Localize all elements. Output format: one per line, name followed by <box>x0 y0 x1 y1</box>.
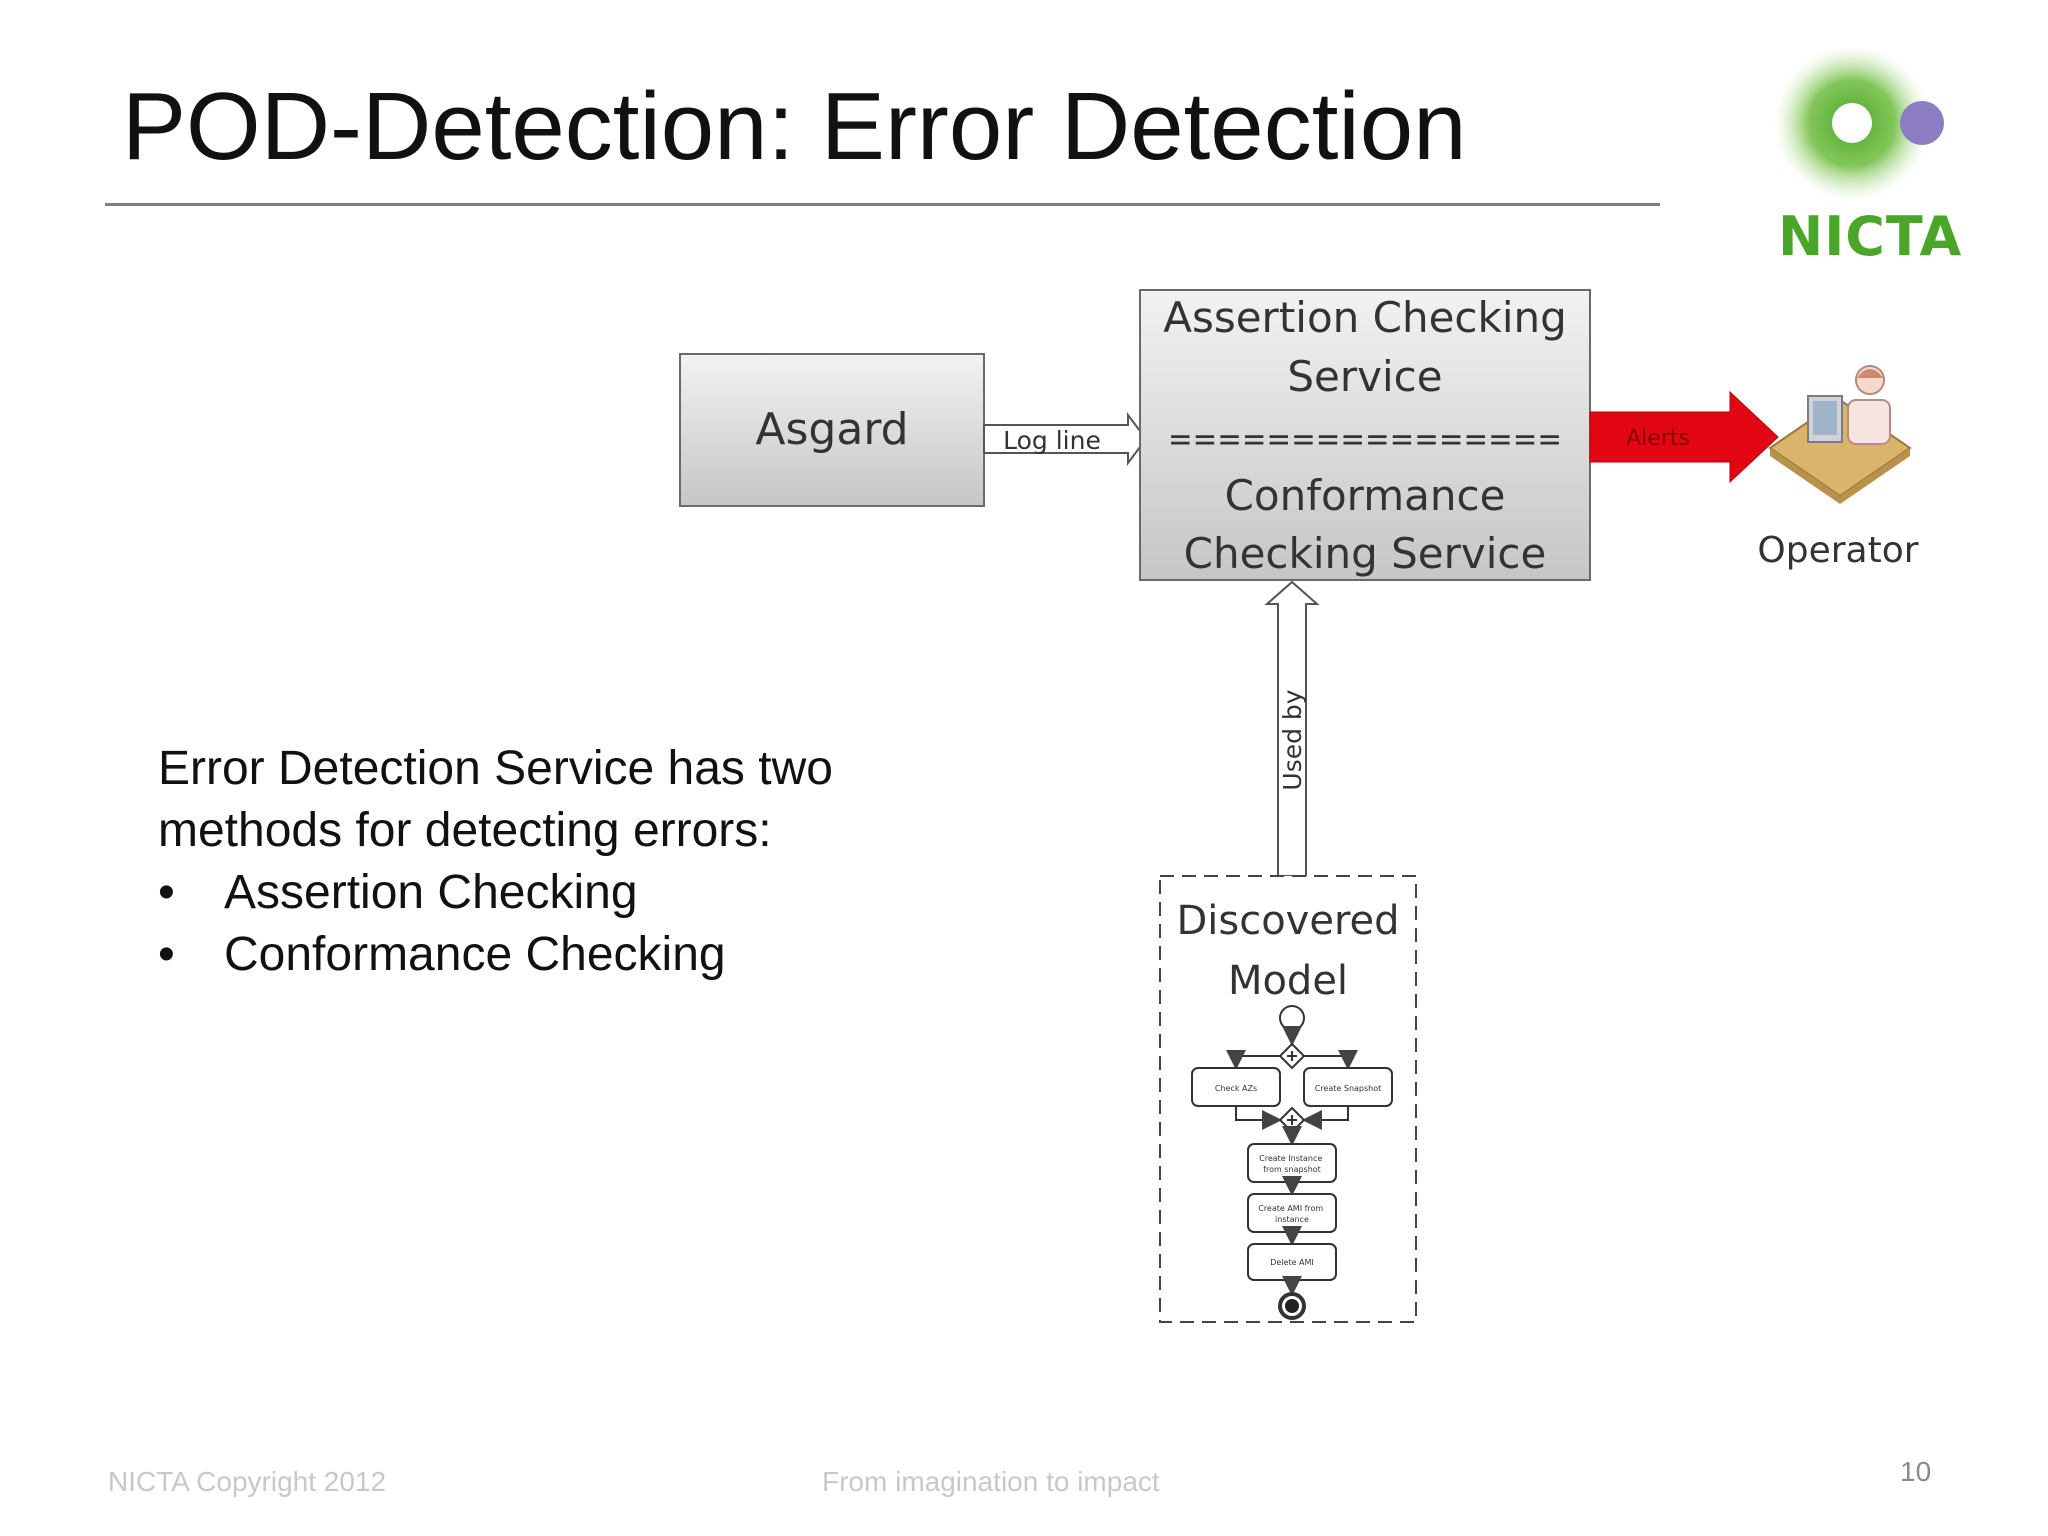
alerts-arrow: Alerts <box>1589 390 1779 484</box>
operator-label: Operator <box>1757 530 1918 571</box>
checking-service-node: Assertion Checking Service =============… <box>1139 289 1591 581</box>
asgard-node: Asgard <box>679 353 985 507</box>
logo-wordmark: NICTA <box>1778 205 1963 268</box>
service-line-4: Checking Service <box>1184 529 1547 578</box>
task-label-create-instance: Create Instance from snapshot <box>1259 1154 1325 1174</box>
flow-task-create-instance <box>1247 1143 1337 1183</box>
logo-purple-dot <box>1900 101 1944 145</box>
service-line-2: Service <box>1287 352 1442 401</box>
body-text: Error Detection Service has two methods … <box>158 738 833 986</box>
slide-title: POD-Detection: Error Detection <box>122 73 1467 180</box>
task-label-delete-ami: Delete AMI <box>1270 1258 1314 1267</box>
body-intro-line-2: methods for detecting errors: <box>158 804 772 857</box>
log-line-arrow: Log line <box>983 412 1148 466</box>
bullet-glyph: • <box>158 928 175 981</box>
task-label-check-azs: Check AZs <box>1215 1084 1257 1093</box>
flow-start-event <box>1279 1005 1305 1031</box>
body-intro-line-1: Error Detection Service has two <box>158 742 833 795</box>
model-line-1: Discovered <box>1176 898 1399 944</box>
service-separator: ================ <box>1168 419 1562 458</box>
nicta-logo <box>1774 48 1944 201</box>
bullet-assertion-checking: Assertion Checking <box>224 866 638 919</box>
footer-copyright: NICTA Copyright 2012 <box>108 1466 387 1497</box>
title-divider <box>105 203 1660 206</box>
model-line-2: Model <box>1228 958 1348 1004</box>
used-by-label: Used by <box>1278 689 1307 790</box>
task-label-create-ami: Create AMI from instance <box>1258 1204 1326 1224</box>
log-line-label: Log line <box>1003 426 1101 455</box>
logo-ring <box>1832 103 1872 143</box>
asgard-label: Asgard <box>755 404 908 455</box>
bullet-glyph: • <box>158 866 175 919</box>
flow-task-create-ami <box>1247 1193 1337 1233</box>
service-line-1: Assertion Checking <box>1163 293 1567 342</box>
task-label-create-snapshot: Create Snapshot <box>1315 1084 1382 1093</box>
used-by-arrow: Used by <box>1264 580 1320 877</box>
page-number: 10 <box>1900 1456 1932 1487</box>
alerts-label: Alerts <box>1626 426 1690 451</box>
process-task-labels: Check AZs Create Snapshot Create Instanc… <box>1215 1084 1381 1267</box>
bullet-conformance-checking: Conformance Checking <box>224 928 726 981</box>
process-flow <box>1191 1005 1393 1320</box>
operator-icon <box>1768 365 1912 504</box>
bullet-item: • Assertion Checking <box>158 862 833 924</box>
service-line-3: Conformance <box>1225 471 1506 520</box>
bullet-item: • Conformance Checking <box>158 924 833 986</box>
footer-tagline: From imagination to impact <box>822 1466 1160 1497</box>
